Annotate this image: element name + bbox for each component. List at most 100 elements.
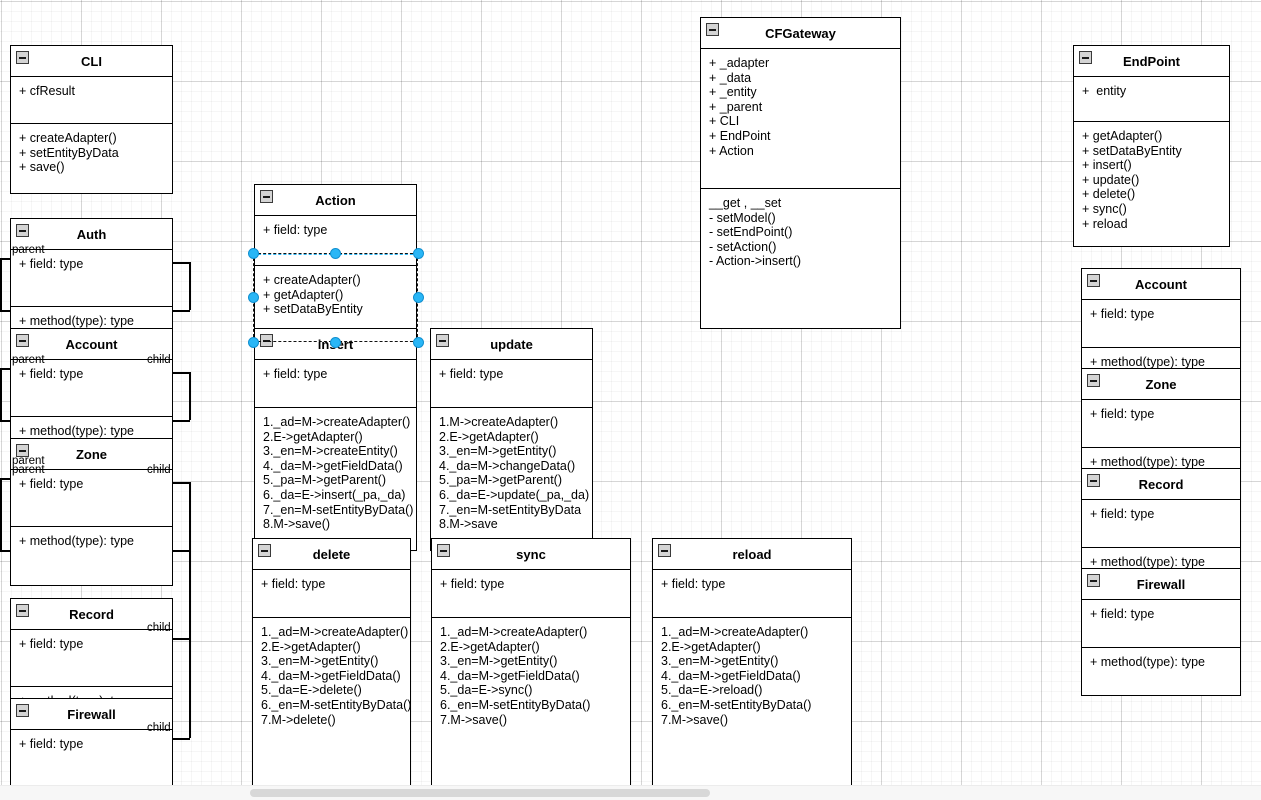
association-line[interactable] — [189, 262, 191, 310]
class-attributes-compartment[interactable]: + field: type — [1082, 300, 1240, 348]
resize-handle-s[interactable] — [330, 336, 341, 348]
collapse-minus-icon[interactable] — [16, 604, 29, 617]
edge-label-child: child — [147, 354, 171, 366]
class-title-row[interactable]: CFGateway — [701, 18, 900, 49]
association-line[interactable] — [0, 258, 10, 260]
resize-handle-ne[interactable] — [412, 247, 424, 259]
method-line: + createAdapter() — [19, 131, 117, 145]
class-methods-compartment[interactable]: 1.M->createAdapter()2.E->getAdapter()3._… — [431, 408, 592, 550]
collapse-minus-icon[interactable] — [437, 544, 450, 557]
class-methods-compartment[interactable]: + method(type): type — [11, 527, 172, 585]
resize-handle-e[interactable] — [412, 292, 424, 303]
class-methods-compartment[interactable]: + getAdapter()+ setDataByEntity+ insert(… — [1074, 122, 1229, 246]
resize-handle-w[interactable] — [247, 292, 259, 303]
class-attributes-compartment[interactable]: + field: type — [11, 360, 172, 417]
association-line[interactable] — [0, 478, 2, 550]
class-title-row[interactable]: Auth — [11, 219, 172, 250]
collapse-minus-icon[interactable] — [658, 544, 671, 557]
collapse-minus-icon[interactable] — [16, 224, 29, 237]
edge-label-child: child — [147, 722, 171, 734]
horizontal-scrollbar-thumb[interactable] — [250, 789, 710, 797]
class-attributes-compartment[interactable]: + field: type — [1082, 400, 1240, 448]
class-title-row[interactable]: Record — [1082, 469, 1240, 500]
class-attributes-compartment[interactable]: + field: type — [11, 470, 172, 527]
method-line: + save() — [19, 160, 65, 175]
class-title-row[interactable]: Account — [11, 329, 172, 360]
attribute-line: + field: type — [19, 477, 84, 491]
class-attributes-compartment[interactable]: + field: type — [1082, 600, 1240, 648]
uml-class-firewall-right[interactable]: Firewall+ field: type+ method(type): typ… — [1081, 568, 1241, 696]
horizontal-scrollbar[interactable] — [0, 785, 1261, 800]
class-title-row[interactable]: delete — [253, 539, 410, 570]
class-title-row[interactable]: sync — [432, 539, 630, 570]
uml-class-cli[interactable]: CLI+ cfResult+ createAdapter()+ setEntit… — [10, 45, 173, 194]
uml-class-zone-left[interactable]: Zone + field: type + method(type): type — [10, 438, 173, 586]
class-attributes-compartment[interactable]: + cfResult — [11, 77, 172, 124]
class-attributes-compartment[interactable]: + field: type — [255, 216, 416, 266]
collapse-minus-icon[interactable] — [260, 334, 273, 347]
collapse-minus-icon[interactable] — [258, 544, 271, 557]
class-attributes-compartment[interactable]: + field: type — [653, 570, 851, 618]
collapse-minus-icon[interactable] — [1087, 274, 1100, 287]
collapse-minus-icon[interactable] — [16, 444, 29, 457]
uml-class-insert[interactable]: insert+ field: type1._ad=M->createAdapte… — [254, 328, 417, 551]
collapse-minus-icon[interactable] — [16, 704, 29, 717]
resize-handle-se[interactable] — [412, 336, 424, 348]
uml-class-endpoint[interactable]: EndPoint+ entity+ getAdapter()+ setDataB… — [1073, 45, 1230, 247]
class-title-row[interactable]: Record — [11, 599, 172, 630]
association-line[interactable] — [0, 478, 10, 480]
collapse-minus-icon[interactable] — [706, 23, 719, 36]
class-title-row[interactable]: reload — [653, 539, 851, 570]
association-line[interactable] — [189, 482, 191, 550]
class-title-row[interactable]: Zone — [1082, 369, 1240, 400]
class-methods-compartment[interactable]: __get , __set- setModel()- setEndPoint()… — [701, 189, 900, 328]
association-line[interactable] — [0, 368, 2, 420]
class-title-row[interactable]: EndPoint — [1074, 46, 1229, 77]
class-attributes-compartment[interactable]: + field: type — [11, 730, 172, 787]
collapse-minus-icon[interactable] — [1087, 374, 1100, 387]
collapse-minus-icon[interactable] — [1079, 51, 1092, 64]
class-title-row[interactable]: CLI — [11, 46, 172, 77]
class-attributes-compartment[interactable]: + field: type — [253, 570, 410, 618]
class-attributes-compartment[interactable]: + field: type — [431, 360, 592, 408]
class-attributes-compartment[interactable]: + field: type — [432, 570, 630, 618]
class-methods-compartment[interactable]: + method(type): type — [1082, 648, 1240, 695]
uml-class-cfgateway[interactable]: CFGateway+ _adapter+ _data+ _entity+ _pa… — [700, 17, 901, 329]
collapse-minus-icon[interactable] — [260, 190, 273, 203]
class-title-row[interactable]: Zone — [11, 439, 172, 470]
collapse-minus-icon[interactable] — [1087, 574, 1100, 587]
class-attributes-compartment[interactable]: + field: type — [11, 630, 172, 687]
class-title-row[interactable]: Firewall — [11, 699, 172, 730]
class-methods-compartment[interactable]: + createAdapter()+ setEntityByData+ save… — [11, 124, 172, 193]
collapse-minus-icon[interactable] — [16, 334, 29, 347]
class-title-row[interactable]: Action — [255, 185, 416, 216]
class-attributes-compartment[interactable]: + field: type — [1082, 500, 1240, 548]
class-title-row[interactable]: Account — [1082, 269, 1240, 300]
association-line[interactable] — [189, 638, 191, 738]
association-line[interactable] — [189, 372, 191, 420]
class-title-row[interactable]: Firewall — [1082, 569, 1240, 600]
class-methods-compartment[interactable]: 1._ad=M->createAdapter()2.E->getAdapter(… — [253, 618, 411, 787]
class-attributes-compartment[interactable]: + field: type — [11, 250, 172, 307]
class-attributes-compartment[interactable]: + field: type — [255, 360, 416, 408]
class-methods-compartment[interactable]: 1._ad=M->createAdapter()2.E->getAdapter(… — [255, 408, 416, 550]
class-attributes-compartment[interactable]: + entity — [1074, 77, 1229, 122]
resize-handle-n[interactable] — [330, 247, 341, 259]
resize-handle-sw[interactable] — [247, 336, 259, 348]
association-line[interactable] — [189, 550, 191, 640]
collapse-minus-icon[interactable] — [436, 334, 449, 347]
class-methods-compartment[interactable]: 1._ad=M->createAdapter()2.E->getAdapter(… — [653, 618, 851, 787]
association-line[interactable] — [0, 368, 10, 370]
class-methods-compartment[interactable]: 1._ad=M->createAdapter()2.E->getAdapter(… — [432, 618, 630, 787]
collapse-minus-icon[interactable] — [16, 51, 29, 64]
resize-handle-nw[interactable] — [247, 247, 259, 259]
class-title-row[interactable]: update — [431, 329, 592, 360]
collapse-minus-icon[interactable] — [1087, 474, 1100, 487]
class-attributes-compartment[interactable]: + _adapter+ _data+ _entity+ _parent+ CLI… — [701, 49, 900, 189]
association-line[interactable] — [0, 258, 2, 310]
